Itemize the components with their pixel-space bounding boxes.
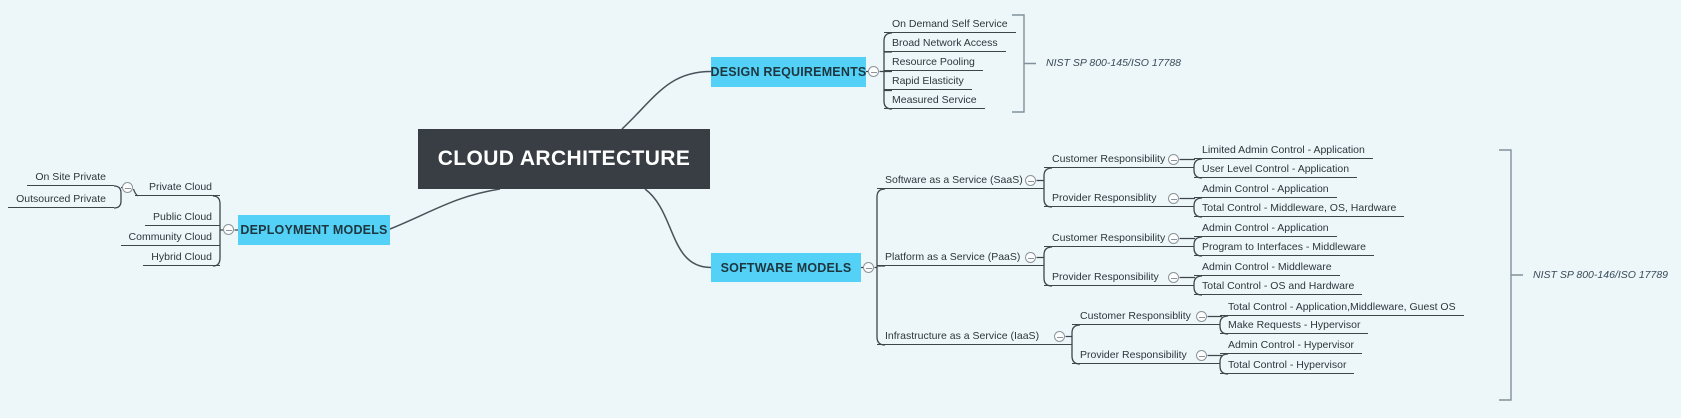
node-design-requirements[interactable]: DESIGN REQUIREMENTS (711, 57, 866, 87)
collapse-toggle-private-cloud[interactable] (122, 182, 133, 193)
collapse-toggle-saas-customer[interactable] (1168, 154, 1179, 165)
node-broad-network-access[interactable]: Broad Network Access (884, 35, 1006, 52)
node-iaas-provider-responsibility[interactable]: Provider Responsibility (1072, 347, 1220, 364)
node-iaas[interactable]: Infrastructure as a Service (IaaS) (877, 328, 1072, 345)
collapse-toggle-paas-customer[interactable] (1168, 233, 1179, 244)
collapse-toggle-design-requirements[interactable] (868, 66, 879, 77)
collapse-toggle-software-models[interactable] (863, 262, 874, 273)
node-paas-provider-responsibility[interactable]: Provider Responsibility (1044, 269, 1194, 286)
annotation-nist-sp-800-146[interactable]: NIST SP 800-146/ISO 17789 (1533, 269, 1669, 281)
node-paas-customer-responsibility[interactable]: Customer Responsibility (1044, 230, 1194, 247)
node-admin-control-application-saas[interactable]: Admin Control - Application (1194, 181, 1337, 198)
collapse-toggle-paas[interactable] (1025, 252, 1036, 263)
collapse-toggle-iaas-provider[interactable] (1196, 350, 1207, 361)
node-public-cloud[interactable]: Public Cloud (145, 209, 220, 226)
node-iaas-customer-responsibility[interactable]: Customer Responsiblity (1072, 308, 1220, 325)
node-user-level-control-application[interactable]: User Level Control - Application (1194, 161, 1358, 178)
node-total-control-os-and-hardware[interactable]: Total Control - OS and Hardware (1194, 278, 1363, 295)
node-outsourced-private[interactable]: Outsourced Private (8, 191, 114, 208)
node-resource-pooling[interactable]: Resource Pooling (884, 54, 983, 71)
node-make-requests-hypervisor[interactable]: Make Requests - Hypervisor (1220, 317, 1369, 334)
node-program-to-interfaces-middleware[interactable]: Program to Interfaces - Middleware (1194, 239, 1374, 256)
collapse-toggle-paas-provider[interactable] (1168, 272, 1179, 283)
node-cloud-architecture[interactable]: CLOUD ARCHITECTURE (418, 129, 710, 189)
node-saas[interactable]: Software as a Service (SaaS) (877, 172, 1044, 189)
node-limited-admin-control-application[interactable]: Limited Admin Control - Application (1194, 142, 1373, 159)
collapse-toggle-saas-provider[interactable] (1168, 193, 1179, 204)
node-deployment-models[interactable]: DEPLOYMENT MODELS (238, 215, 390, 245)
node-private-cloud[interactable]: Private Cloud (135, 179, 220, 196)
node-total-control-hypervisor[interactable]: Total Control - Hypervisor (1220, 357, 1355, 374)
node-admin-control-hypervisor[interactable]: Admin Control - Hypervisor (1220, 337, 1363, 354)
node-saas-provider-responsibility[interactable]: Provider Responsiblity (1044, 190, 1194, 207)
node-on-site-private[interactable]: On Site Private (27, 169, 114, 186)
node-hybrid-cloud[interactable]: Hybrid Cloud (143, 249, 220, 266)
node-community-cloud[interactable]: Community Cloud (120, 229, 220, 246)
node-rapid-elasticity[interactable]: Rapid Elasticity (884, 73, 972, 90)
node-measured-service[interactable]: Measured Service (884, 92, 985, 109)
collapse-toggle-iaas[interactable] (1054, 331, 1065, 342)
node-admin-control-application-paas[interactable]: Admin Control - Application (1194, 220, 1337, 237)
node-total-control-middleware-os-hardware[interactable]: Total Control - Middleware, OS, Hardware (1194, 200, 1405, 217)
annotation-nist-sp-800-145[interactable]: NIST SP 800-145/ISO 17788 (1046, 57, 1182, 69)
node-software-models[interactable]: SOFTWARE MODELS (711, 253, 861, 282)
collapse-toggle-saas[interactable] (1025, 175, 1036, 186)
collapse-toggle-deployment-models[interactable] (223, 224, 234, 235)
node-saas-customer-responsibility[interactable]: Customer Responsibility (1044, 151, 1194, 168)
node-on-demand-self-service[interactable]: On Demand Self Service (884, 16, 1016, 33)
node-paas[interactable]: Platform as a Service (PaaS) (877, 249, 1044, 266)
collapse-toggle-iaas-customer[interactable] (1196, 311, 1207, 322)
node-admin-control-middleware[interactable]: Admin Control - Middleware (1194, 259, 1340, 276)
node-total-control-application-middleware-guest-os[interactable]: Total Control - Application,Middleware, … (1220, 299, 1464, 316)
